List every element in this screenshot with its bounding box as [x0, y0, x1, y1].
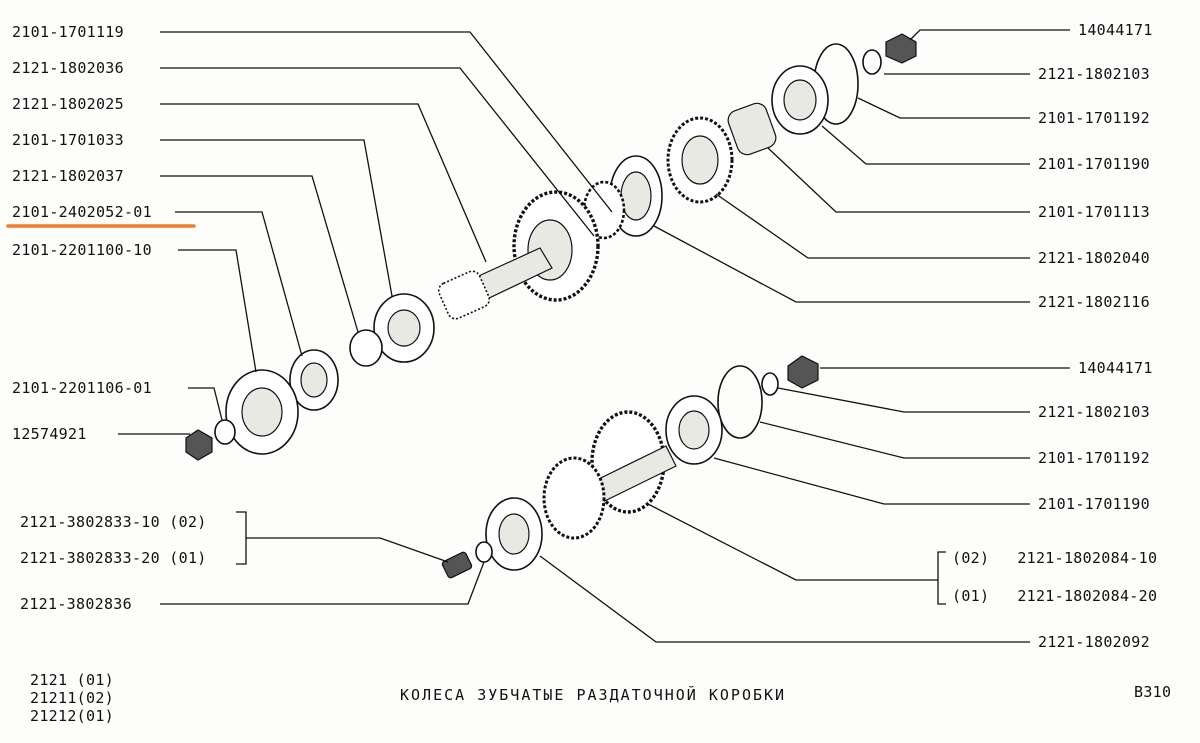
washer-top-right [862, 49, 882, 75]
label-2121-1802040: 2121-1802040 [1038, 249, 1150, 267]
upper-shaft-parts [185, 33, 917, 461]
label-2101-1701192-top: 2101-1701192 [1038, 109, 1150, 127]
needle-bearing-top [727, 102, 777, 156]
label-2121-1802084-10: (02) 2121-1802084-10 [952, 549, 1157, 567]
washer-lower-right [761, 372, 779, 396]
model-21212: 21212(01) [30, 707, 114, 725]
diagram-title: КОЛЕСА ЗУБЧАТЫЕ РАЗДАТОЧНОЙ КОРОБКИ [400, 685, 786, 704]
label-2101-1701119: 2101-1701119 [12, 23, 124, 41]
label-2121-3802836: 2121-3802836 [20, 595, 132, 613]
label-2121-1802036: 2121-1802036 [12, 59, 124, 77]
nut-top-right [885, 33, 917, 64]
label-12574921: 12574921 [12, 425, 87, 443]
label-2101-1701113: 2101-1701113 [1038, 203, 1150, 221]
label-2121-1802116: 2121-1802116 [1038, 293, 1150, 311]
model-2121: 2121 (01) [30, 671, 114, 689]
nut-lower-right [787, 355, 819, 389]
gear-lower-small [542, 456, 606, 540]
label-2121-1802084-20: (01) 2121-1802084-20 [952, 587, 1157, 605]
snap-ring-lower [717, 365, 763, 439]
label-14044171-top: 14044171 [1078, 21, 1153, 39]
label-2121-1802103-top: 2121-1802103 [1038, 65, 1150, 83]
footer: 2121 (01) 21211(02) 21212(01) КОЛЕСА ЗУБ… [30, 671, 1171, 725]
label-2101-2402052-01: 2101-2402052-01 [12, 203, 152, 221]
flange-nut [185, 429, 213, 461]
shaft-splines [437, 270, 491, 320]
page-code: B310 [1134, 683, 1171, 701]
label-2101-1701033: 2101-1701033 [12, 131, 124, 149]
flange-washer [214, 419, 236, 445]
model-21211: 21211(02) [30, 689, 114, 707]
label-2121-1802103-lower: 2121-1802103 [1038, 403, 1150, 421]
label-2121-1802037: 2121-1802037 [12, 167, 124, 185]
bolt [441, 551, 473, 579]
label-2101-2201100-10: 2101-2201100-10 [12, 241, 152, 259]
lower-shaft-parts [441, 355, 819, 579]
label-2121-3802833-10: 2121-3802833-10 (02) [20, 513, 207, 531]
label-2101-1701190-top: 2101-1701190 [1038, 155, 1150, 173]
label-2101-2201106-01: 2101-2201106-01 [12, 379, 152, 397]
label-2121-3802833-20: 2121-3802833-20 (01) [20, 549, 207, 567]
label-14044171-lower: 14044171 [1078, 359, 1153, 377]
left-part-labels: 2101-1701119 2121-1802036 2121-1802025 2… [12, 23, 207, 613]
label-2121-1802025: 2121-1802025 [12, 95, 124, 113]
label-2101-1701192-lower: 2101-1701192 [1038, 449, 1150, 467]
label-2101-1701190-lower: 2101-1701190 [1038, 495, 1150, 513]
bolt-washer [475, 541, 493, 563]
collar [349, 329, 383, 367]
right-part-labels: 14044171 2121-1802103 2101-1701192 2101-… [952, 21, 1157, 651]
label-2121-1802092: 2121-1802092 [1038, 633, 1150, 651]
leader-lines [118, 29, 1070, 643]
